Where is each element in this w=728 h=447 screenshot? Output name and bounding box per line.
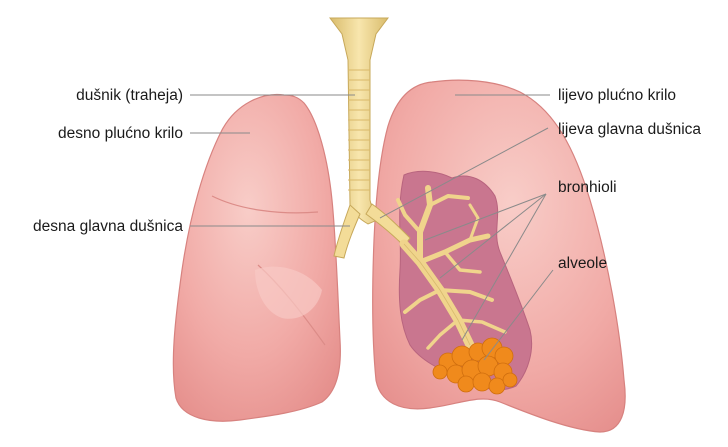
right-main-bronchus <box>334 205 360 258</box>
label-trachea: dušnik (traheja) <box>76 87 183 104</box>
label-bronchioles: bronhioli <box>558 179 617 196</box>
label-alveoli: alveole <box>558 255 607 272</box>
right-lung <box>173 95 340 422</box>
label-left-lung: lijevo plućno krilo <box>558 87 676 104</box>
label-right-main-bronchus: desna glavna dušnica <box>33 218 183 235</box>
label-right-lung: desno plućno krilo <box>58 125 183 142</box>
label-left-main-bronchus: lijeva glavna dušnica <box>558 121 701 138</box>
